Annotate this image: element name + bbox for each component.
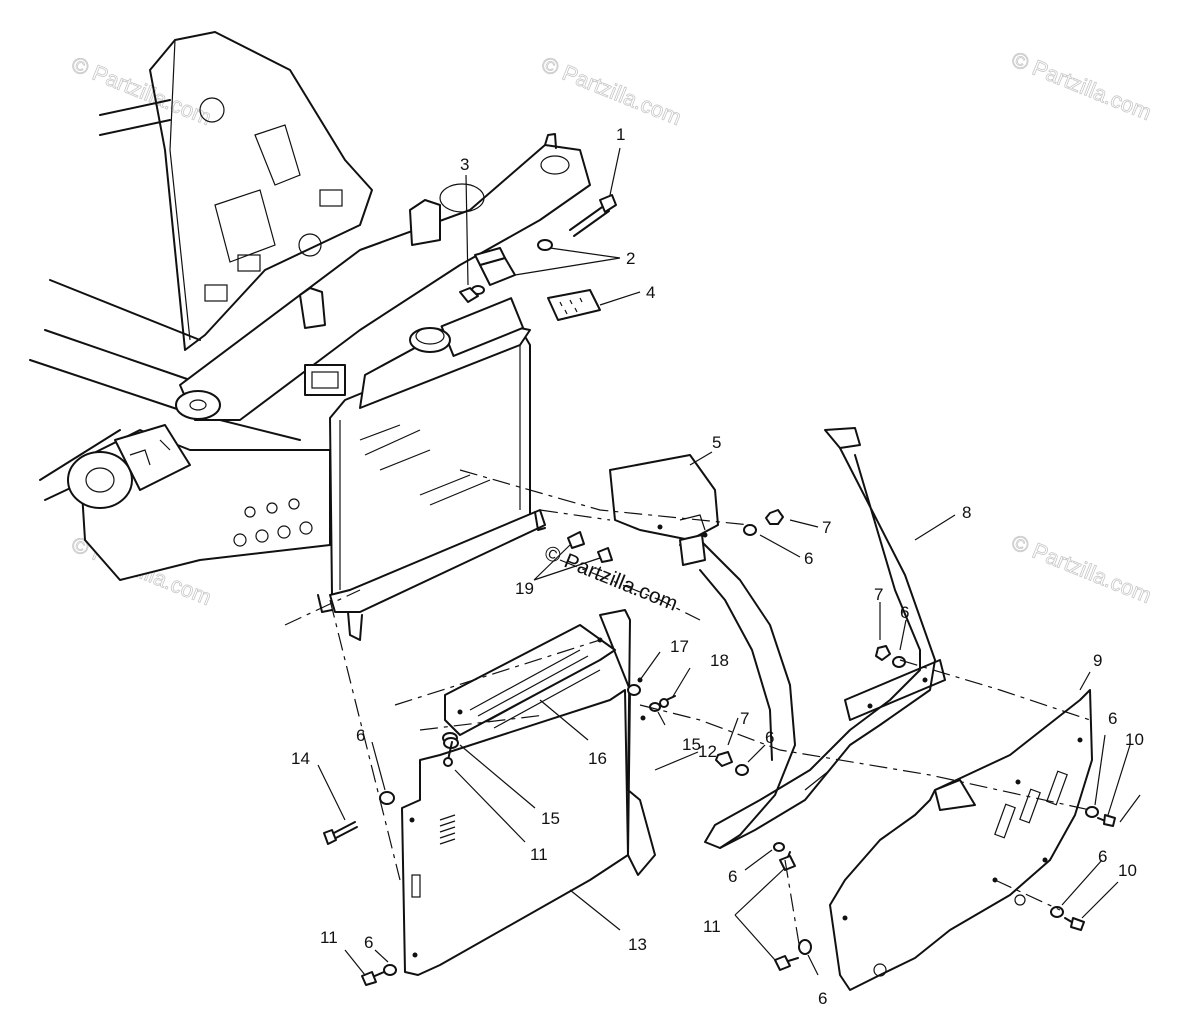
callout-6: 6 xyxy=(818,989,827,1008)
watermark: © Partzilla.com xyxy=(68,51,215,130)
callout-17: 17 xyxy=(670,637,689,656)
callout-14: 14 xyxy=(291,749,310,768)
callout-6: 6 xyxy=(765,728,774,747)
callout-11: 11 xyxy=(703,917,721,936)
callout-6: 6 xyxy=(728,867,737,886)
callout-7: 7 xyxy=(874,585,883,604)
callout-10: 10 xyxy=(1118,861,1137,880)
front-bumper-8 xyxy=(679,427,946,849)
callout-12: 12 xyxy=(698,742,717,761)
callout-19: 19 xyxy=(515,579,534,598)
callout-6: 6 xyxy=(364,933,373,952)
callout-6: 6 xyxy=(1098,847,1107,866)
callout-8: 8 xyxy=(962,503,971,522)
callout-1: 1 xyxy=(616,125,625,144)
bracket-plate-5 xyxy=(609,454,719,541)
radiator xyxy=(317,297,546,641)
chassis-frame xyxy=(29,31,591,581)
callout-13: 13 xyxy=(628,935,647,954)
callout-labels: 1 2 3 4 5 7 6 8 19 7 6 9 17 18 15 7 6 12… xyxy=(291,125,1144,1008)
callout-6: 6 xyxy=(900,603,909,622)
callout-7: 7 xyxy=(740,709,749,728)
fastener-group-top xyxy=(459,194,617,321)
callout-6: 6 xyxy=(1108,709,1117,728)
callout-6: 6 xyxy=(804,549,813,568)
skid-plate-9 xyxy=(829,689,1093,991)
callout-6: 6 xyxy=(356,726,365,745)
watermark: © Partzilla.com xyxy=(1008,46,1155,125)
callout-9: 9 xyxy=(1093,651,1102,670)
center-watermark: © Partzilla.com xyxy=(541,541,681,615)
watermark: © Partzilla.com xyxy=(538,51,685,130)
callout-11: 11 xyxy=(530,845,548,864)
callout-10: 10 xyxy=(1125,730,1144,749)
callout-4: 4 xyxy=(646,283,655,302)
leader-lines xyxy=(317,147,1141,976)
callout-7: 7 xyxy=(822,518,831,537)
callout-15: 15 xyxy=(541,809,560,828)
callout-2: 2 xyxy=(626,249,635,268)
callout-16: 16 xyxy=(588,749,607,768)
screen-16 xyxy=(444,624,616,736)
callout-3: 3 xyxy=(460,155,469,174)
callout-15: 15 xyxy=(682,735,701,754)
callout-11: 11 xyxy=(320,928,338,947)
assembly-lines xyxy=(284,469,1091,951)
callout-5: 5 xyxy=(712,433,721,452)
callout-18: 18 xyxy=(710,651,729,670)
watermark: © Partzilla.com xyxy=(1008,529,1155,608)
